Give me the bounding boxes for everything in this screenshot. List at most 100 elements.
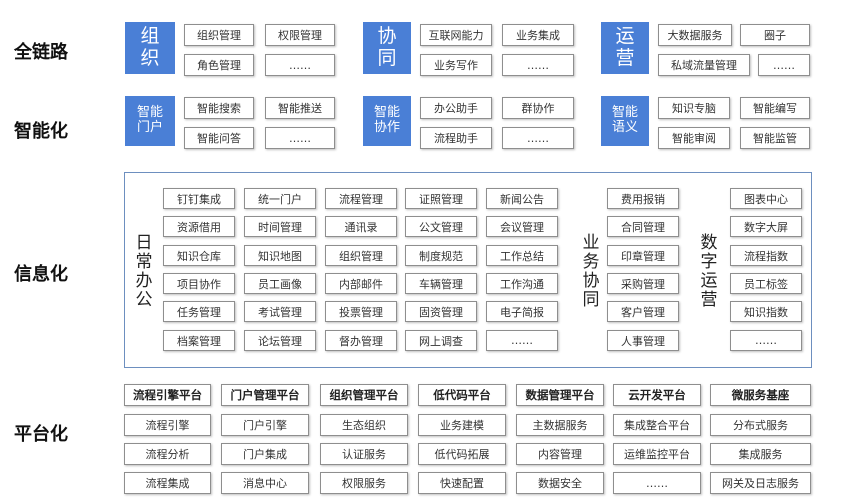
chain-item: 私域流量管理 [658, 54, 750, 76]
platform-header: 微服务基座 [710, 384, 811, 406]
chain-item: 组织管理 [184, 24, 254, 46]
chain-item: 圈子 [740, 24, 810, 46]
chain-item: 权限管理 [265, 24, 335, 46]
business-item: 费用报销 [607, 188, 679, 209]
smart-item: 智能审阅 [658, 127, 730, 149]
office-item: 知识地图 [244, 245, 316, 266]
row-label-information: 信息化 [14, 264, 68, 285]
office-item: 统一门户 [244, 188, 316, 209]
chain-title-line: 组 [140, 25, 160, 48]
office-item: 任务管理 [163, 301, 235, 322]
office-item: 督办管理 [325, 330, 397, 351]
chain-title-line: 织 [140, 47, 160, 69]
smart-item: 智能问答 [184, 127, 254, 149]
platform-item: …… [613, 472, 701, 494]
vlabel-char: 常 [135, 252, 153, 272]
office-item: 网上调查 [405, 330, 477, 351]
smart-item: 流程助手 [420, 127, 492, 149]
chain-item: 角色管理 [184, 54, 254, 76]
digital-ops-item: 数字大屏 [730, 216, 802, 237]
smart-item: 办公助手 [420, 97, 492, 119]
digital-ops-item: 知识指数 [730, 301, 802, 322]
vlabel-char: 办 [135, 271, 153, 291]
business-item: 印章管理 [607, 245, 679, 266]
office-item: 档案管理 [163, 330, 235, 351]
office-item: 工作总结 [486, 245, 558, 266]
vlabel-char: 字 [700, 252, 718, 272]
platform-item: 流程分析 [124, 443, 211, 465]
office-item: 组织管理 [325, 245, 397, 266]
platform-item: 低代码拓展 [418, 443, 506, 465]
chain-item: 互联网能力 [420, 24, 492, 46]
office-item: 通讯录 [325, 216, 397, 237]
smart-title-portal: 智能 门户 [125, 96, 175, 146]
platform-item: 快速配置 [418, 472, 506, 494]
smart-title-collaboration: 智能 协作 [363, 96, 411, 146]
office-item: 员工画像 [244, 273, 316, 294]
chain-title-collaboration: 协 同 [363, 22, 411, 74]
business-item: 人事管理 [607, 330, 679, 351]
office-item: 流程管理 [325, 188, 397, 209]
platform-item: 数据安全 [516, 472, 604, 494]
digital-ops-item: 图表中心 [730, 188, 802, 209]
platform-item: 生态组织 [320, 414, 408, 436]
platform-item: 门户引擎 [221, 414, 309, 436]
row-label-full-chain: 全链路 [14, 42, 68, 63]
business-vertical-label: 业 务 协 同 [581, 234, 601, 310]
chain-title-line: 营 [615, 47, 635, 69]
chain-title-line: 协 [377, 25, 397, 48]
platform-item: 网关及日志服务 [710, 472, 811, 494]
platform-item: 业务建模 [418, 414, 506, 436]
platform-header: 云开发平台 [613, 384, 701, 406]
vlabel-char: 营 [700, 290, 718, 310]
office-item: 知识仓库 [163, 245, 235, 266]
vlabel-char: 运 [700, 271, 718, 291]
office-item: 论坛管理 [244, 330, 316, 351]
platform-item: 集成整合平台 [613, 414, 701, 436]
digital-ops-item: 员工标签 [730, 273, 802, 294]
smart-item: 智能监管 [740, 127, 810, 149]
platform-item: 分布式服务 [710, 414, 811, 436]
platform-item: 主数据服务 [516, 414, 604, 436]
platform-item: 认证服务 [320, 443, 408, 465]
office-item: 固资管理 [405, 301, 477, 322]
smart-title-line: 门户 [136, 120, 163, 135]
smart-item: 群协作 [502, 97, 574, 119]
platform-header: 组织管理平台 [320, 384, 408, 406]
smart-item: …… [502, 127, 574, 149]
digital-ops-item: …… [730, 330, 802, 351]
row-label-intelligent: 智能化 [14, 121, 68, 142]
vlabel-char: 公 [135, 290, 153, 310]
platform-item: 权限服务 [320, 472, 408, 494]
office-item: 会议管理 [486, 216, 558, 237]
platform-item: 集成服务 [710, 443, 811, 465]
chain-item: …… [265, 54, 335, 76]
chain-title-organization: 组 织 [125, 22, 175, 74]
business-item: 合同管理 [607, 216, 679, 237]
office-item: …… [486, 330, 558, 351]
office-item: 公文管理 [405, 216, 477, 237]
office-item: 内部邮件 [325, 273, 397, 294]
office-item: 资源借用 [163, 216, 235, 237]
platform-item: 门户集成 [221, 443, 309, 465]
office-vertical-label: 日 常 办 公 [134, 234, 154, 310]
platform-item: 消息中心 [221, 472, 309, 494]
vlabel-char: 业 [582, 233, 600, 253]
smart-item: 智能搜索 [184, 97, 254, 119]
platform-header: 低代码平台 [418, 384, 506, 406]
chain-item: …… [758, 54, 810, 76]
smart-title-line: 智能 [373, 105, 400, 121]
smart-title-line: 智能 [611, 105, 638, 121]
office-item: 电子简报 [486, 301, 558, 322]
row-label-platform: 平台化 [14, 424, 68, 445]
platform-item: 流程集成 [124, 472, 211, 494]
platform-item: 运维监控平台 [613, 443, 701, 465]
digital-ops-item: 流程指数 [730, 245, 802, 266]
chain-item: 业务写作 [420, 54, 492, 76]
office-item: 时间管理 [244, 216, 316, 237]
platform-header: 数据管理平台 [516, 384, 604, 406]
business-item: 客户管理 [607, 301, 679, 322]
chain-item: 大数据服务 [658, 24, 732, 46]
office-item: 项目协作 [163, 273, 235, 294]
digital-ops-vertical-label: 数 字 运 营 [699, 234, 719, 310]
